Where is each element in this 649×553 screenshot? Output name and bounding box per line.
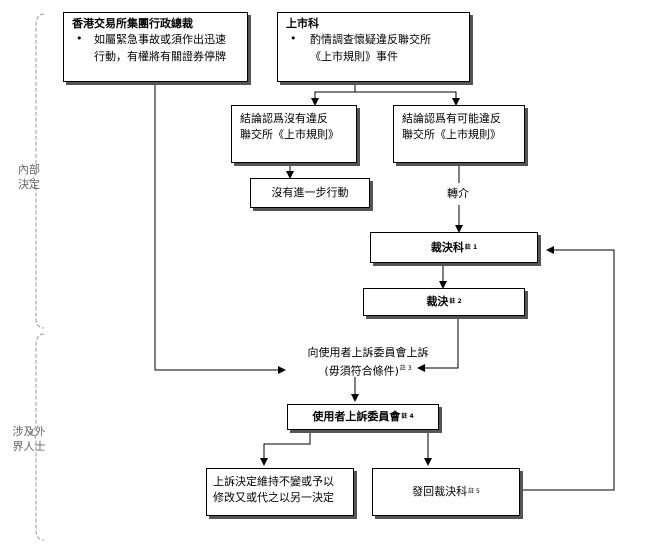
appeal-committee-box: 使用者上訴委員會註 4 [287,404,439,430]
listing-line-1: 酌情調查懷疑違反聯交所 [310,33,431,46]
external-label-line-1: 涉及外 [12,425,46,438]
appeal-line-2: (毋須符合條件) [324,364,399,378]
ruling-text: 裁決 [426,295,449,308]
ruling-dept-text: 裁決科 [430,240,464,254]
ruling-dept-note: 註 1 [464,243,478,251]
ruling-note: 註 2 [449,298,462,305]
external-brace [27,333,45,541]
internal-decision-label: 內部 決定 [14,162,44,192]
external-parties-label: 涉及外 界人士 [10,424,48,454]
no-breach-box: 結論認爲沒有違反 聯交所《上市規則》 [231,105,357,163]
internal-label-line-2: 決定 [18,178,40,191]
hkex-ceo-title: 香港交易所集團行政總裁 [72,17,193,30]
ruling-dept-box: 裁決科註 1 [370,232,538,263]
hkex-ceo-box: 香港交易所集團行政總裁 • 如屬緊急事故或須作出迅速 行動，有權將有關證券停牌 [63,12,248,82]
appeal-committee-note: 註 4 [401,413,414,420]
remit-box: 發回裁決科註 5 [372,468,520,516]
upheld-line-1: 上訴決定維持不變或予以 [213,475,334,488]
hkex-bullet: • [76,32,83,45]
listing-dept-title: 上市科 [286,17,319,30]
appeal-line-1: 向使用者上訴委員會上訴 [307,346,429,359]
internal-label-line-1: 內部 [18,163,40,176]
ruling-box: 裁決註 2 [363,288,525,316]
referral-label: 轉介 [447,187,469,200]
hkex-line-1: 如屬緊急事故或須作出迅速 [94,33,226,46]
listing-dept-box: 上市科 • 酌情調查懷疑違反聯交所 《上市規則》事件 [277,12,470,82]
remit-note: 註 5 [468,488,480,495]
hkex-line-2: 行動，有權將有關證券停牌 [94,50,226,63]
external-label-line-2: 界人士 [12,440,46,453]
no-breach-line-1: 結論認爲沒有違反 [240,112,328,125]
listing-bullet: • [290,32,297,45]
appeal-line-2-wrap: (毋須符合條件)註 3 [288,361,448,380]
appeal-note: 註 3 [399,365,412,372]
appeal-committee-text: 使用者上訴委員會 [312,410,401,423]
no-action-box: 沒有進一步行動 [250,178,370,208]
possible-breach-line-2: 聯交所《上市規則》 [402,128,501,141]
no-breach-line-2: 聯交所《上市規則》 [240,128,339,141]
internal-brace [27,13,45,329]
possible-breach-box: 結論認爲有可能違反 聯交所《上市規則》 [393,105,525,163]
appeal-text: 向使用者上訴委員會上訴 (毋須符合條件)註 3 [288,345,448,380]
upheld-line-2: 修改又或代之以另一決定 [213,491,334,504]
possible-breach-line-1: 結論認爲有可能違反 [402,112,501,125]
remit-text: 發回裁決科 [412,485,468,498]
no-action-text: 沒有進一步行動 [271,186,349,199]
decision-upheld-box: 上訴決定維持不變或予以 修改又或代之以另一決定 [206,468,354,516]
listing-line-2: 《上市規則》事件 [310,50,398,63]
